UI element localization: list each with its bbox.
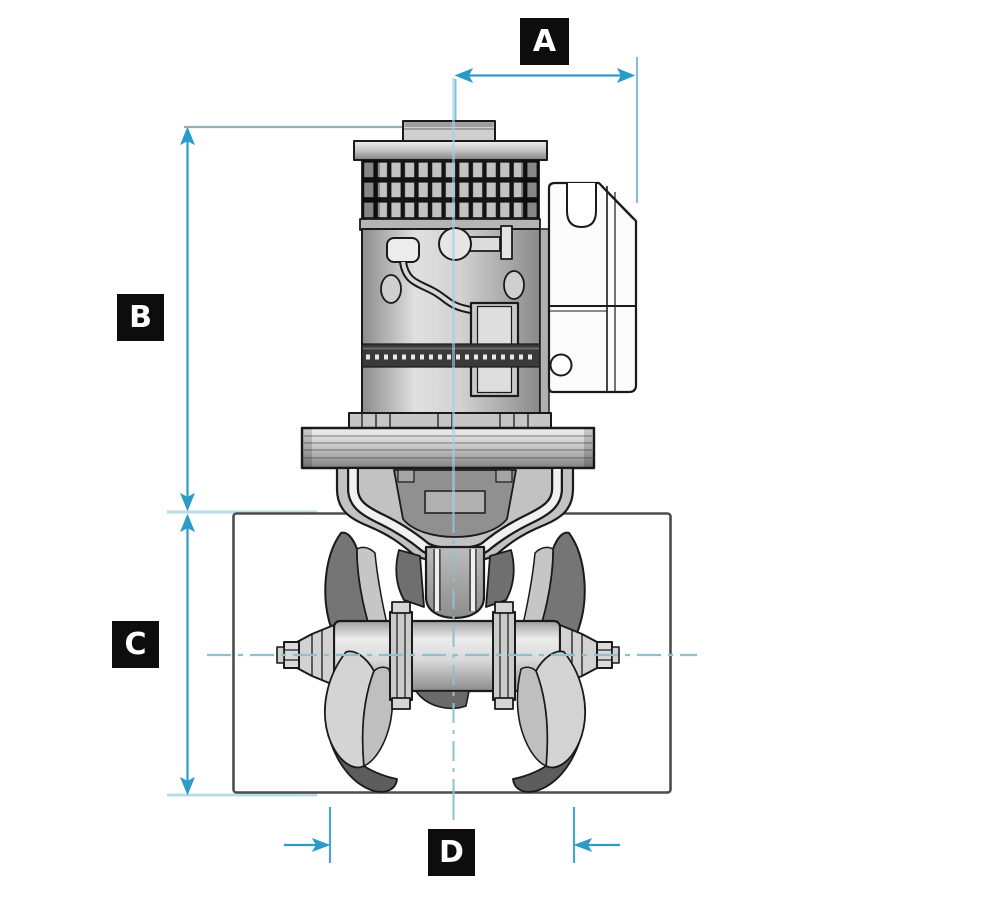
- clamp-band: [361, 343, 553, 368]
- dimension-d: [284, 807, 620, 863]
- rear-blade-tip-right: [485, 549, 515, 608]
- dimension-label-d: D: [428, 829, 475, 876]
- drive-leg: [424, 545, 486, 620]
- thruster-illustration: [276, 120, 638, 793]
- arrowhead: [311, 838, 331, 852]
- bolt-hole-left: [380, 274, 402, 304]
- arrowhead: [616, 68, 636, 83]
- motor-fan-grid: [359, 159, 541, 231]
- controller-hole: [549, 353, 573, 377]
- mounting-flange: [300, 426, 596, 470]
- under-hub-blade-edge-left: [415, 690, 470, 710]
- arrowhead: [180, 492, 195, 512]
- dimension-a: [454, 68, 636, 83]
- dimension-letter-a: A: [532, 23, 557, 59]
- dimension-label-b: B: [117, 294, 164, 341]
- controller-box: [547, 181, 638, 394]
- controller-notch: [566, 183, 597, 228]
- arrowhead: [180, 513, 195, 533]
- arrowhead: [573, 838, 593, 852]
- dimension-b: [180, 126, 195, 512]
- controller-bracket: [539, 228, 550, 415]
- extension-lines: [167, 57, 638, 797]
- motor-top-cap: [402, 120, 496, 143]
- name-plate: [386, 237, 420, 263]
- dimension-c: [180, 513, 195, 796]
- dimension-letter-c: C: [124, 626, 147, 662]
- motor-base-band: [348, 412, 552, 429]
- centerlines: [207, 78, 697, 820]
- arrowhead: [180, 776, 195, 796]
- rear-blade-tip-left: [395, 549, 425, 608]
- dimension-label-a: A: [520, 18, 569, 65]
- arrowhead: [180, 126, 195, 146]
- arrowhead: [454, 68, 474, 83]
- dimension-label-c: C: [112, 621, 159, 668]
- bolt-hole-right: [503, 270, 525, 300]
- dimension-letter-d: D: [439, 834, 464, 870]
- motor-top-band: [353, 140, 548, 161]
- propeller-blade-lower-right: [512, 650, 586, 793]
- vent-slot: [500, 225, 513, 260]
- dimension-letter-b: B: [129, 299, 152, 335]
- dimension-lines: [180, 68, 636, 863]
- propeller-blade-lower-left: [324, 650, 398, 793]
